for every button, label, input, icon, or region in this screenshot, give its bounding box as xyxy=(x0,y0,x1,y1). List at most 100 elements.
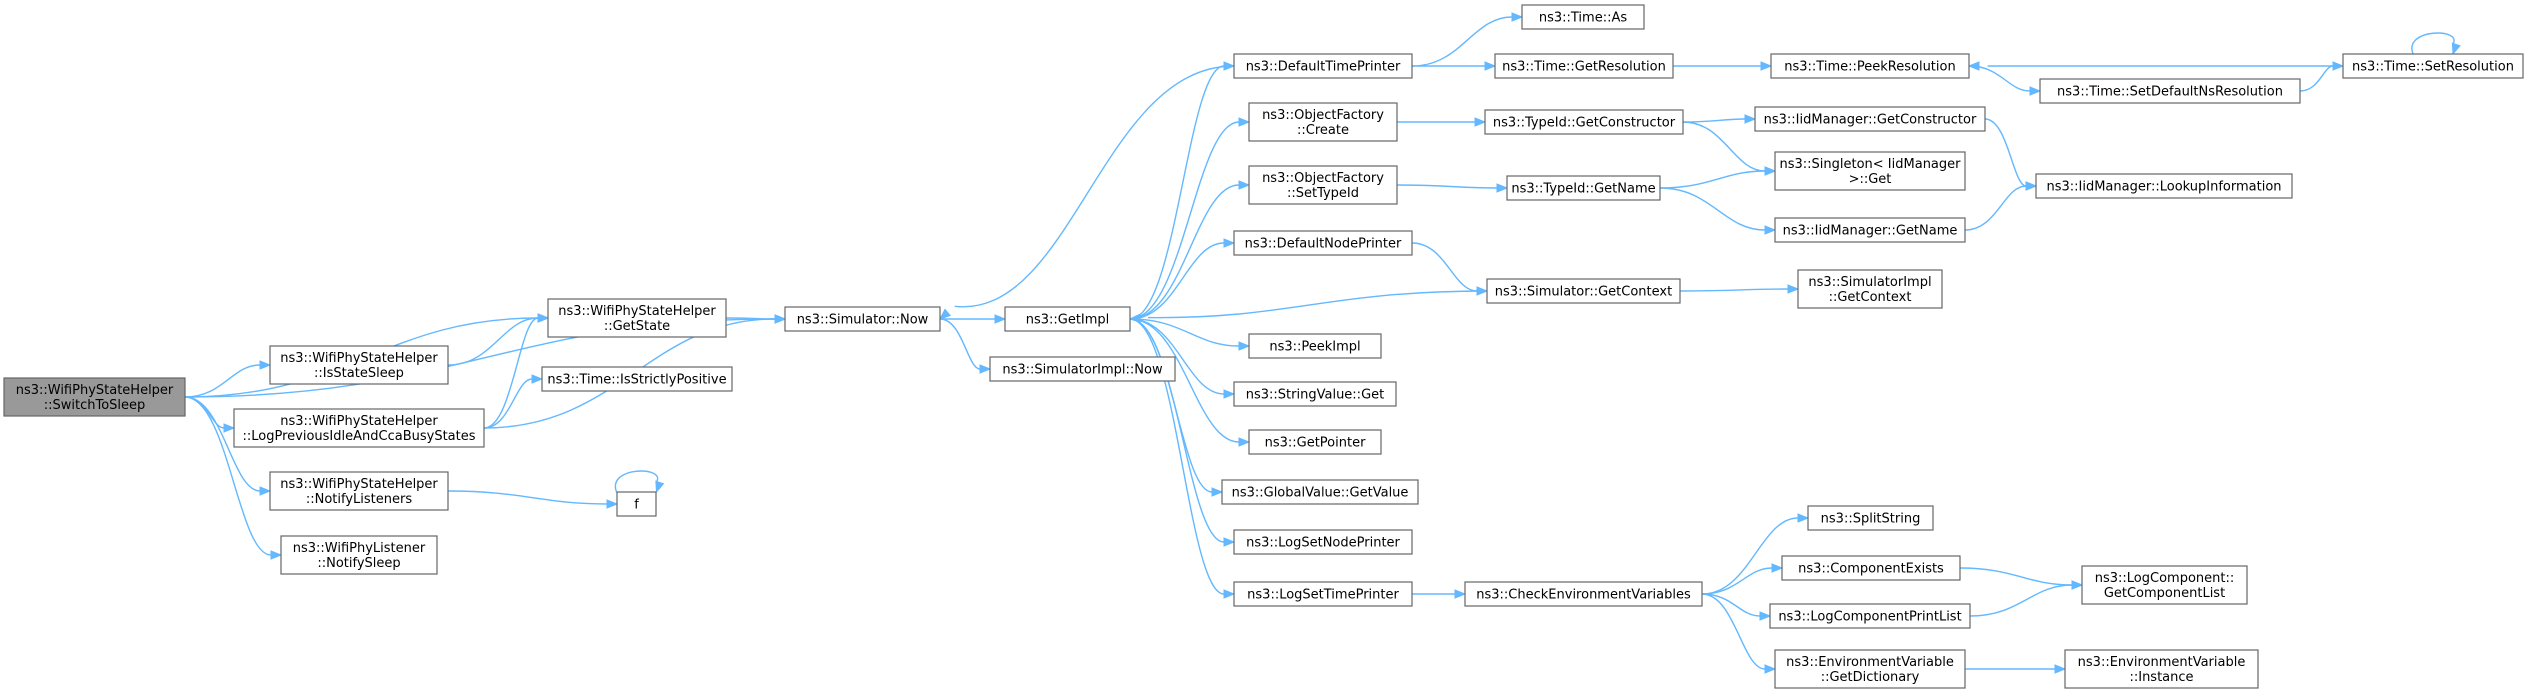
node-type-id-get-constructor[interactable]: ns3::TypeId::GetConstructor xyxy=(1484,109,1684,135)
node-iid-get-constructor[interactable]: ns3::IidManager::GetConstructor xyxy=(1754,106,1986,132)
node-component-exists[interactable]: ns3::ComponentExists xyxy=(1781,555,1961,581)
edge-get-impl-to-default-time-printer xyxy=(1129,61,1236,320)
node-get-impl[interactable]: ns3::GetImpl xyxy=(1004,306,1131,332)
edge-get-impl-to-log-set-time-printer xyxy=(1129,318,1236,599)
node-object-factory-create[interactable]: ns3::ObjectFactory::Create xyxy=(1248,102,1398,142)
node-simulator-now[interactable]: ns3::Simulator::Now xyxy=(784,306,941,332)
node-is-state-sleep[interactable]: ns3::WifiPhyStateHelper::IsStateSleep xyxy=(269,345,449,385)
node-check-env-vars[interactable]: ns3::CheckEnvironmentVariables xyxy=(1464,581,1703,607)
edge-object-factory-set-type-id-to-type-id-get-name xyxy=(1396,183,1509,193)
edge-check-env-vars-to-split-string xyxy=(1701,513,1810,595)
node-log-component-get-component-list[interactable]: ns3::LogComponent::GetComponentList xyxy=(2081,565,2248,605)
node-box xyxy=(1233,381,1397,407)
node-label: ns3::DefaultTimePrinter xyxy=(1246,60,1401,75)
node-is-strictly-positive[interactable]: ns3::Time::IsStrictlyPositive xyxy=(541,366,733,392)
node-label: ns3::ObjectFactory xyxy=(1262,108,1384,123)
node-type-id-get-name[interactable]: ns3::TypeId::GetName xyxy=(1506,175,1661,201)
node-time-peek-resolution[interactable]: ns3::Time::PeekResolution xyxy=(1770,53,1970,79)
edge-iid-get-name-to-iid-lookup-information xyxy=(1964,181,2038,231)
node-label: ns3::LogComponent:: xyxy=(2095,571,2235,586)
edge-get-impl-to-object-factory-set-type-id xyxy=(1129,180,1251,320)
node-time-set-resolution[interactable]: ns3::Time::SetResolution xyxy=(2342,53,2524,79)
node-iid-lookup-information[interactable]: ns3::IidManager::LookupInformation xyxy=(2035,173,2293,199)
node-log-set-node-printer[interactable]: ns3::LogSetNodePrinter xyxy=(1233,529,1413,555)
edge-log-previous-to-get-state xyxy=(483,313,550,429)
edge-default-time-printer-to-simulator-now xyxy=(938,65,1235,320)
node-log-component-print-list[interactable]: ns3::LogComponentPrintList xyxy=(1769,603,1971,629)
node-label: ns3::Simulator::Now xyxy=(797,313,929,328)
node-box xyxy=(1807,505,1934,531)
edge-type-id-get-constructor-to-iid-get-constructor xyxy=(1682,114,1757,124)
edge-type-id-get-name-to-singleton-get xyxy=(1659,166,1777,189)
node-time-get-resolution[interactable]: ns3::Time::GetResolution xyxy=(1494,53,1674,79)
node-box xyxy=(3,377,186,417)
edge-switch-to-sleep-to-is-state-sleep xyxy=(184,360,272,398)
edge-check-env-vars-to-component-exists xyxy=(1701,563,1784,595)
node-log-previous[interactable]: ns3::WifiPhyStateHelper::LogPreviousIdle… xyxy=(233,408,485,448)
edge-log-previous-to-is-strictly-positive xyxy=(483,374,544,429)
node-get-state[interactable]: ns3::WifiPhyStateHelper::GetState xyxy=(547,298,727,338)
node-label: ns3::Time::As xyxy=(1539,11,1628,26)
node-time-set-default-ns-resolution[interactable]: ns3::Time::SetDefaultNsResolution xyxy=(2039,78,2301,104)
node-label: ns3::EnvironmentVariable xyxy=(2078,655,2246,670)
node-box xyxy=(1494,53,1674,79)
node-peek-impl[interactable]: ns3::PeekImpl xyxy=(1248,333,1382,359)
node-label: ns3::EnvironmentVariable xyxy=(1786,655,1954,670)
node-box xyxy=(2342,53,2524,79)
node-time-as[interactable]: ns3::Time::As xyxy=(1521,4,1645,30)
edge-switch-to-sleep-to-notify-sleep xyxy=(184,396,283,560)
node-box xyxy=(989,356,1176,382)
node-label: ns3::PeekImpl xyxy=(1269,340,1360,355)
node-label: ns3::GlobalValue::GetValue xyxy=(1232,486,1409,501)
node-iid-get-name[interactable]: ns3::IidManager::GetName xyxy=(1774,217,1966,243)
node-notify-listeners[interactable]: ns3::WifiPhyStateHelper::NotifyListeners xyxy=(269,471,449,511)
node-notify-sleep[interactable]: ns3::WifiPhyListener::NotifySleep xyxy=(280,535,438,575)
edge-iid-get-constructor-to-iid-lookup-information xyxy=(1984,118,2038,191)
node-split-string[interactable]: ns3::SplitString xyxy=(1807,505,1934,531)
node-get-pointer[interactable]: ns3::GetPointer xyxy=(1248,429,1382,455)
node-label: ns3::Time::PeekResolution xyxy=(1784,60,1955,75)
node-box xyxy=(1769,603,1971,629)
node-label: f xyxy=(634,498,639,513)
node-label: ns3::SplitString xyxy=(1821,512,1921,527)
node-env-var-instance[interactable]: ns3::EnvironmentVariable::Instance xyxy=(2064,649,2259,689)
node-string-value-get[interactable]: ns3::StringValue::Get xyxy=(1233,381,1397,407)
node-box xyxy=(269,345,449,385)
node-default-time-printer[interactable]: ns3::DefaultTimePrinter xyxy=(1233,53,1413,79)
node-label: ns3::Time::GetResolution xyxy=(1502,60,1666,75)
node-label: ::SetTypeId xyxy=(1287,186,1359,201)
node-log-set-time-printer[interactable]: ns3::LogSetTimePrinter xyxy=(1233,581,1413,607)
node-box xyxy=(547,298,727,338)
edge-check-env-vars-to-env-var-get-dictionary xyxy=(1701,593,1777,674)
node-box xyxy=(2039,78,2301,104)
node-box xyxy=(1233,53,1413,79)
node-simulator-get-context[interactable]: ns3::Simulator::GetContext xyxy=(1486,278,1681,304)
node-object-factory-set-type-id[interactable]: ns3::ObjectFactory::SetTypeId xyxy=(1248,165,1398,205)
edge-get-impl-to-peek-impl xyxy=(1129,318,1251,351)
node-label: ns3::Time::SetDefaultNsResolution xyxy=(2057,85,2283,100)
node-switch-to-sleep[interactable]: ns3::WifiPhyStateHelper::SwitchToSleep xyxy=(3,377,186,417)
node-f[interactable]: f xyxy=(616,491,657,517)
edge-log-component-print-list-to-log-component-get-component-list xyxy=(1969,580,2084,617)
edge-time-get-resolution-to-time-peek-resolution xyxy=(1673,61,1773,71)
node-default-node-printer[interactable]: ns3::DefaultNodePrinter xyxy=(1233,230,1413,256)
node-label: ns3::SimulatorImpl xyxy=(1808,275,1931,290)
node-label: ns3::GetPointer xyxy=(1265,436,1366,451)
node-label: ns3::IidManager::GetName xyxy=(1783,224,1958,239)
node-label: ns3::IidManager::GetConstructor xyxy=(1764,113,1977,128)
node-box xyxy=(1781,555,1961,581)
node-box xyxy=(1233,529,1413,555)
node-box xyxy=(1521,4,1645,30)
node-label: ::Create xyxy=(1297,123,1349,138)
node-box xyxy=(616,491,657,517)
node-simulator-impl-now[interactable]: ns3::SimulatorImpl::Now xyxy=(989,356,1176,382)
node-env-var-get-dictionary[interactable]: ns3::EnvironmentVariable::GetDictionary xyxy=(1774,649,1966,689)
node-label: ns3::ComponentExists xyxy=(1798,562,1944,577)
node-simulator-impl-get-context[interactable]: ns3::SimulatorImpl::GetContext xyxy=(1797,269,1943,309)
node-global-value-get-value[interactable]: ns3::GlobalValue::GetValue xyxy=(1221,479,1419,505)
node-singleton-get[interactable]: ns3::Singleton< IidManager>::Get xyxy=(1774,151,1966,191)
node-box xyxy=(280,535,438,575)
edge-default-node-printer-to-simulator-get-context xyxy=(1411,242,1489,296)
node-label: ns3::Time::SetResolution xyxy=(2352,60,2514,75)
node-label: ns3::WifiPhyStateHelper xyxy=(280,351,438,366)
